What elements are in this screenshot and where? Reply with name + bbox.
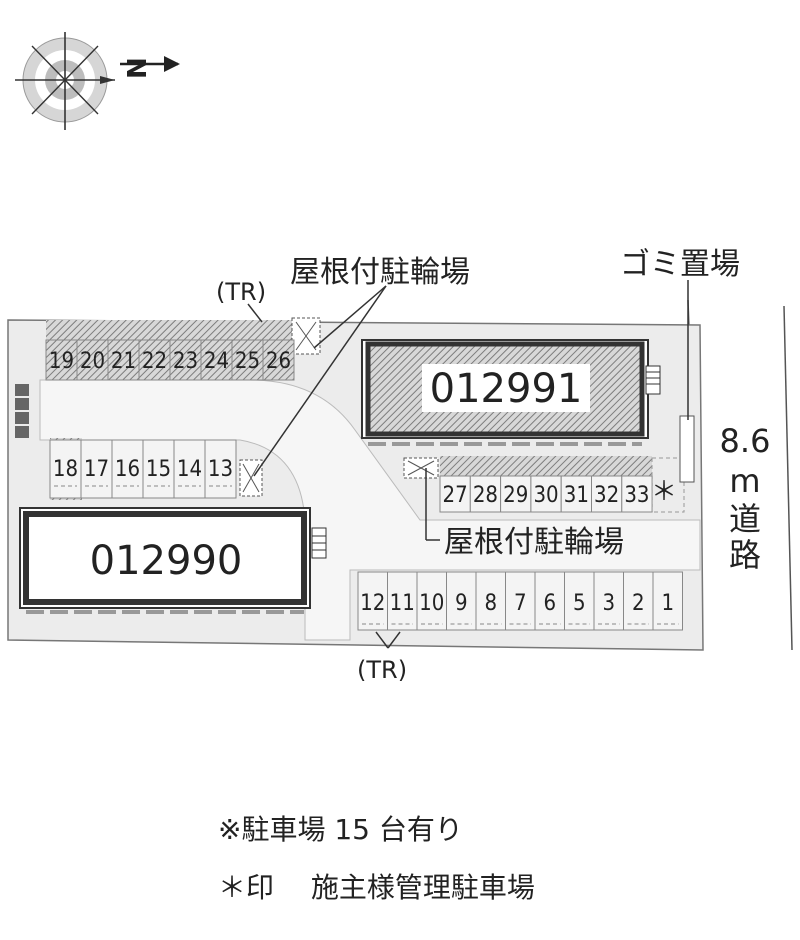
parking-spot-number-11: 11 — [390, 591, 415, 616]
parking-spot-number-30: 30 — [533, 483, 558, 508]
building-012991: 012991 — [361, 339, 649, 439]
parking-spot-2 — [623, 571, 654, 631]
parking-spot-number-28: 28 — [473, 483, 498, 508]
parking-spot-number-7: 7 — [514, 591, 527, 616]
parking-spot-22 — [138, 339, 171, 381]
road-edge-far — [783, 305, 793, 651]
parking-spot-33 — [621, 475, 653, 513]
leader-lines — [247, 280, 689, 649]
parking-spot-number-2: 2 — [632, 591, 645, 616]
parking-spot-25 — [231, 339, 264, 381]
parking-spot-number-27: 27 — [443, 483, 468, 508]
parking-spot-number-9: 9 — [455, 591, 468, 616]
bike-parking-label-bottom: 屋根付駐輪場 — [444, 525, 624, 560]
parking-spot-number-10: 10 — [419, 591, 444, 616]
transformer-box-right — [403, 457, 439, 479]
bike-parking-strip-top — [46, 320, 292, 342]
parking-spot-19 — [45, 339, 78, 381]
parking-spot-number-23: 23 — [173, 349, 198, 374]
stairs-icon — [311, 365, 661, 559]
parking-spot-7 — [505, 571, 536, 631]
parking-spot-number-16: 16 — [115, 457, 140, 482]
parking-spot-number-21: 21 — [111, 349, 136, 374]
parking-spot-15 — [142, 439, 175, 499]
parking-spot-13 — [204, 439, 237, 499]
road-width-value: 8.6 — [720, 422, 771, 460]
parking-spot-24 — [200, 339, 233, 381]
transformer-box-mid — [239, 459, 263, 497]
parking-spot-number-5: 5 — [573, 591, 586, 616]
owner-managed-spot: ＊ — [651, 457, 685, 513]
north-arrow-icon: N — [120, 56, 180, 79]
parking-spot-26 — [262, 339, 295, 381]
building-012990: 012990 — [19, 507, 311, 609]
compass-icon — [15, 32, 115, 130]
parking-spot-number-32: 32 — [594, 483, 619, 508]
parking-spot-3 — [593, 571, 624, 631]
transformer-box-top — [291, 317, 321, 355]
parking-spot-16 — [111, 439, 144, 499]
parking-spot-number-20: 20 — [80, 349, 105, 374]
parking-spot-11 — [387, 571, 418, 631]
road-label-char1: 道 — [729, 500, 761, 538]
parking-spot-number-33: 33 — [624, 483, 649, 508]
parking-spot-29 — [500, 475, 532, 513]
parking-spot-23 — [169, 339, 202, 381]
parking-spot-number-12: 12 — [360, 591, 385, 616]
parking-spot-32 — [591, 475, 623, 513]
parking-spot-number-31: 31 — [564, 483, 589, 508]
road-label-char2: 路 — [729, 536, 761, 574]
parking-spot-number-18: 18 — [53, 457, 78, 482]
parking-spot-number-14: 14 — [177, 457, 202, 482]
parking-spot-number-1: 1 — [661, 591, 674, 616]
owner-mark: ＊ — [651, 477, 677, 507]
parking-spot-number-15: 15 — [146, 457, 171, 482]
garbage-area — [679, 415, 695, 483]
parking-spot-number-6: 6 — [543, 591, 556, 616]
parking-spot-9 — [446, 571, 477, 631]
parking-spot-number-24: 24 — [204, 349, 229, 374]
parking-spot-number-19: 19 — [49, 349, 74, 374]
garbage-label: ゴミ置場 — [620, 247, 740, 282]
bike-parking-label-top: 屋根付駐輪場 — [290, 255, 470, 290]
parking-spot-number-17: 17 — [84, 457, 109, 482]
building-label-012991: 012991 — [430, 366, 583, 412]
parking-spot-number-26: 26 — [266, 349, 291, 374]
parking-count-note: ※駐車場 15 台有り — [218, 813, 463, 846]
owner-managed-note: ＊印 施主様管理駐車場 — [218, 871, 535, 904]
tr-label-bottom: (TR) — [357, 656, 407, 684]
parking-spot-number-3: 3 — [602, 591, 615, 616]
parking-spot-31 — [560, 475, 593, 513]
parking-spot-number-29: 29 — [503, 483, 528, 508]
parking-spot-number-8: 8 — [484, 591, 497, 616]
parking-spot-number-22: 22 — [142, 349, 167, 374]
tr-label-top: (TR) — [216, 278, 266, 306]
building-label-012990: 012990 — [90, 538, 243, 584]
equipment-boxes — [15, 384, 29, 438]
parking-spot-number-13: 13 — [208, 457, 233, 482]
parking-spot-number-25: 25 — [235, 349, 260, 374]
parking-spot-14 — [173, 439, 206, 499]
north-label: N — [123, 57, 153, 79]
parking-spot-8 — [475, 571, 506, 631]
parking-spot-18 — [49, 439, 82, 499]
parking-spot-1 — [652, 571, 683, 631]
driveway — [39, 379, 701, 641]
bike-parking-strip-right — [440, 456, 652, 476]
parking-spot-5 — [564, 571, 595, 631]
parking-spot-21 — [107, 339, 140, 381]
road-width-unit: m — [729, 462, 760, 500]
parking-spot-6 — [534, 571, 565, 631]
parking-spot-12 — [357, 571, 388, 631]
